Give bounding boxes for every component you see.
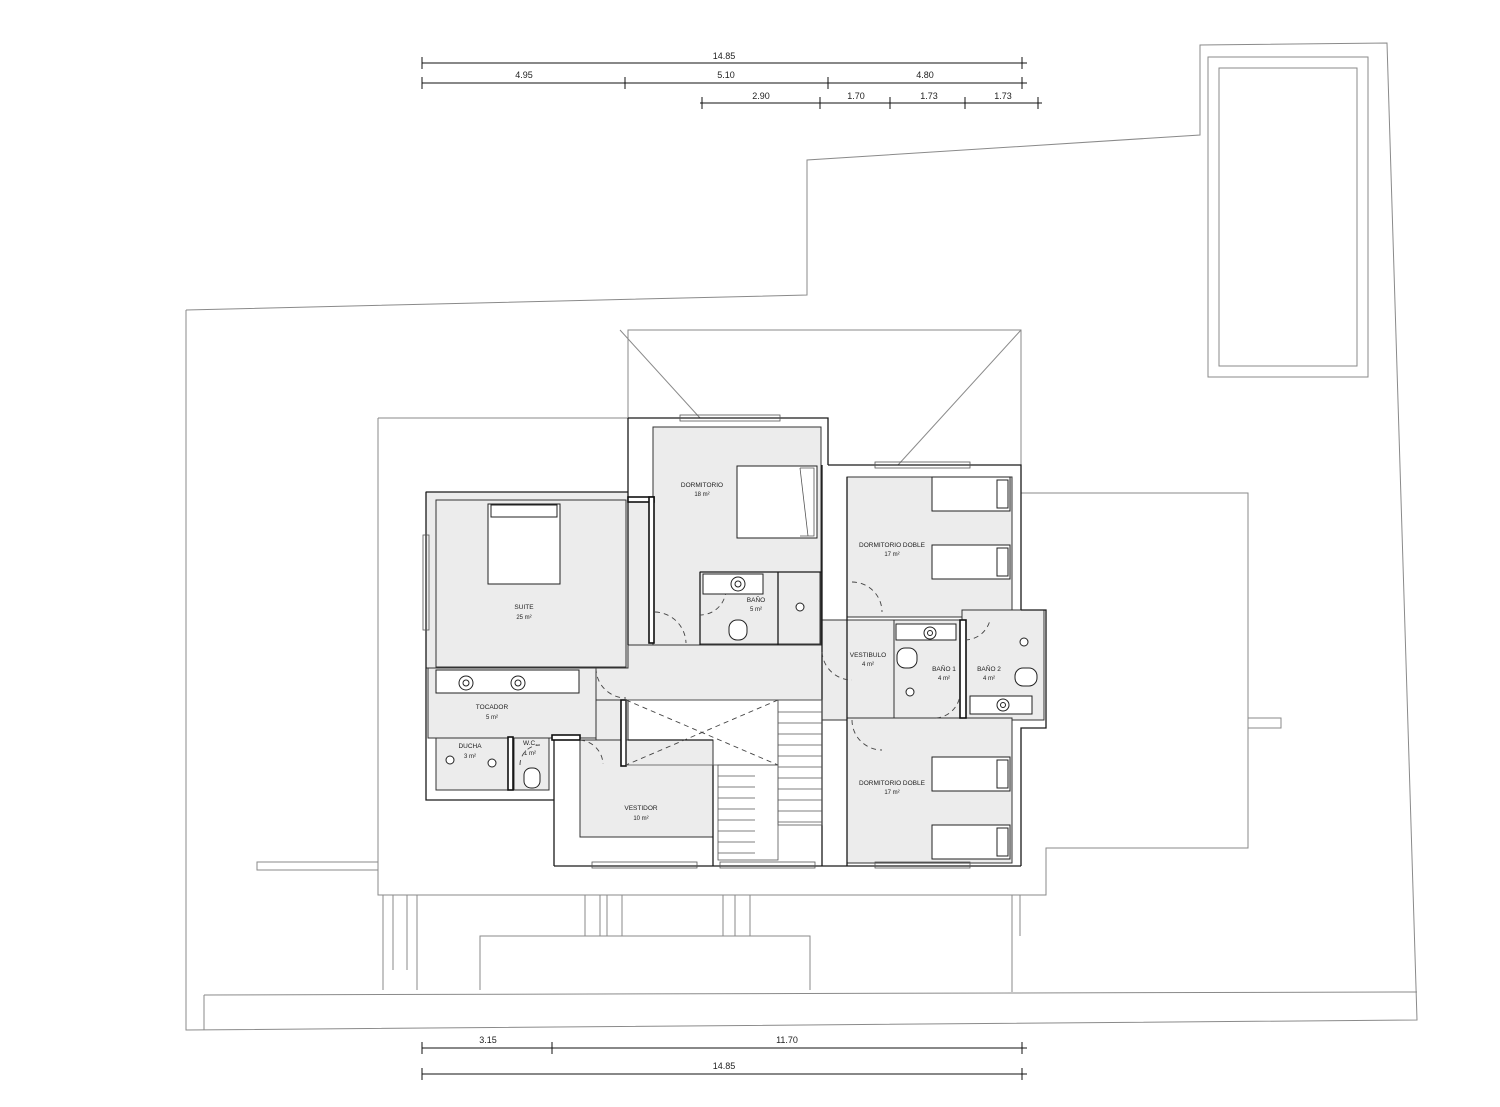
area-vestibulo: 4 m² [862,662,874,668]
area-dormitorio: 18 m² [694,492,709,498]
area-dormitorio-doble-2: 17 m² [884,790,899,796]
label-wc: W.C. [523,740,537,747]
area-ducha: 3 m² [464,754,476,760]
staircase [625,699,823,861]
dim-sub-3: 1.73 [920,91,938,101]
structural-walls [507,496,967,791]
top-dimensions: 14.85 4.95 5.10 4.80 2.90 1.70 1.73 1.73 [421,51,1042,109]
label-bano: BAÑO [747,595,765,604]
label-dormitorio-doble-1: DORMITORIO DOBLE [859,542,926,549]
dim-bottom-total: 14.85 [713,1061,736,1071]
label-bano-1: BAÑO 1 [932,664,956,673]
label-tocador: TOCADOR [476,704,509,711]
area-suite: 25 m² [516,615,531,621]
area-tocador: 5 m² [486,715,498,721]
walls [425,417,1047,867]
label-bano-2: BAÑO 2 [977,664,1001,673]
area-bano: 5 m² [750,607,762,613]
label-dormitorio: DORMITORIO [681,482,723,489]
label-dormitorio-doble-2: DORMITORIO DOBLE [859,780,926,787]
area-bano-2: 4 m² [983,676,995,682]
label-vestidor: VESTIDOR [624,805,658,812]
dim-bottom-1: 3.15 [479,1035,497,1045]
windows [422,414,971,869]
area-wc: 1 m² [524,751,536,757]
plot-outline [185,42,1418,1031]
room-labels: SUITE 25 m² DORMITORIO 18 m² BAÑO 5 m² D… [458,482,1001,822]
dim-top-3: 4.80 [916,70,934,80]
bed-dormitorio [736,465,818,539]
dim-top-total: 14.85 [713,51,736,61]
label-ducha: DUCHA [458,743,482,750]
area-bano-1: 4 m² [938,676,950,682]
dim-sub-4: 1.73 [994,91,1012,101]
dim-top-2: 5.10 [717,70,735,80]
dim-sub-2: 1.70 [847,91,865,101]
doors [519,581,991,766]
dim-sub-1: 2.90 [752,91,770,101]
label-vestibulo: VESTIBULO [850,652,886,659]
area-vestidor: 10 m² [633,816,648,822]
label-suite: SUITE [514,604,534,611]
bottom-dimensions: 3.15 11.70 14.85 [421,1035,1027,1080]
dim-top-1: 4.95 [515,70,533,80]
furniture [435,465,1038,860]
area-dormitorio-doble-1: 17 m² [884,552,899,558]
vanity-counter [435,669,580,694]
dim-bottom-2: 11.70 [776,1035,798,1045]
